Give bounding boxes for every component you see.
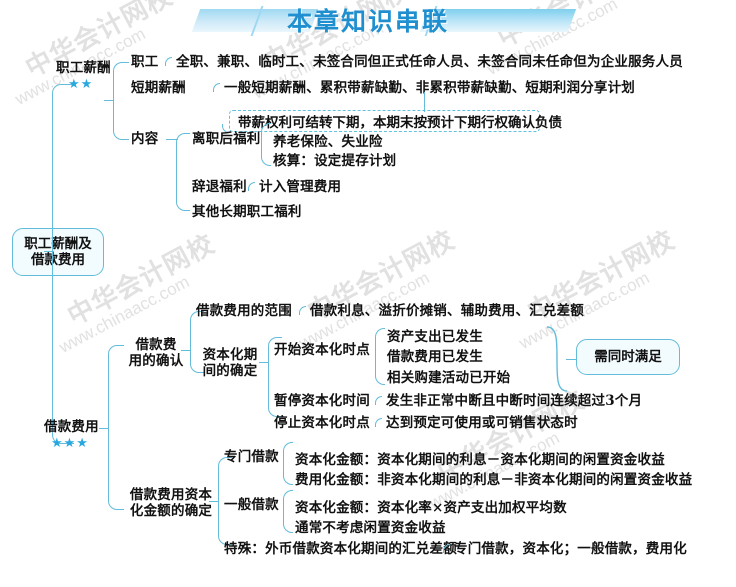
node-capitalized-amount-label-line2: 化金额的确定 (129, 503, 213, 519)
node-capitalized-amount-label-line1: 借款费用资本 (129, 487, 213, 503)
node-capitalization-period-label-line1: 资本化期 (202, 347, 258, 363)
node-start-point-label[interactable]: 开始资本化时点 (274, 342, 370, 358)
node-content-label[interactable]: 内容 (131, 131, 159, 147)
node-start-point-leaf: 资产支出已发生 (387, 329, 483, 345)
content-children-bracket (176, 133, 190, 211)
callout-connector (424, 92, 426, 112)
staff-hook-icon (165, 57, 172, 66)
start-point-leaves-bracket (375, 328, 385, 385)
node-recognition-label-line1: 借款费 (135, 337, 177, 353)
root-node-label-line1: 职工薪酬及 (24, 236, 92, 252)
capitalized-amount-stub (209, 501, 219, 503)
root-node[interactable]: 职工薪酬及 借款费用 (12, 228, 104, 276)
node-stop-point-leaf: 达到预定可使用或可销售状态时 (386, 415, 578, 431)
node-capitalization-period-label[interactable]: 资本化期 间的确定 (196, 347, 264, 379)
node-suspend-period-leaf: 发生非正常中断且中断时间连续超过3个月 (386, 393, 643, 409)
trunk-stub (44, 251, 54, 253)
borrowing-costs-children-bracket (108, 345, 124, 510)
node-post-employment-benefit-leaf: 养老保险、失业险 (273, 134, 383, 150)
post-employment-benefit-leaves-bracket (261, 123, 271, 166)
node-suspend-period-label[interactable]: 暂停资本化时间 (274, 393, 370, 409)
node-general-borrowing-label[interactable]: 一般借款 (224, 497, 279, 513)
employee-compensation-stub (104, 100, 114, 102)
special-case-hook-icon (443, 544, 450, 553)
suspend-period-hook-icon (375, 396, 382, 405)
start-point-note-box: 需同时满足 (576, 339, 680, 375)
start-point-group-brace (546, 326, 568, 392)
node-start-point-leaf: 相关购建活动已开始 (387, 370, 511, 386)
employee-compensation-children-bracket (113, 62, 129, 140)
short-term-pay-hook-icon (213, 83, 220, 92)
node-recognition-label-line2: 用的确认 (128, 353, 184, 369)
node-stop-point-label[interactable]: 停止资本化时点 (274, 415, 370, 431)
node-recognition-label[interactable]: 借款费 用的确认 (125, 337, 187, 369)
node-termination-benefit-label[interactable]: 辞退福利 (192, 179, 247, 195)
node-general-borrowing-leaf: 资本化金额：资本化率×资产支出加权平均数 (295, 500, 567, 516)
termination-benefit-hook-icon (248, 182, 255, 191)
node-termination-benefit-leaf: 计入管理费用 (259, 179, 342, 195)
node-post-employment-benefit-leaf: 核算：设定提存计划 (273, 153, 397, 169)
special-borrowing-leaves-bracket (283, 442, 293, 485)
start-point-note-connector (566, 359, 578, 361)
content-stub (166, 139, 178, 141)
recognition-stub (181, 350, 191, 352)
branch-borrowing-costs-label[interactable]: 借款费用 (44, 419, 99, 435)
page-title: 本章知识串联 (286, 7, 449, 36)
short-term-pay-callout: 带薪权利可结转下期，本期末按预计下期行权确认负债 (229, 110, 562, 132)
node-staff-label[interactable]: 职工 (131, 54, 159, 70)
node-general-borrowing-leaf: 通常不考虑闲置资金收益 (295, 520, 446, 536)
capitalization-period-children-bracket (268, 337, 282, 417)
scope-hook-icon (299, 306, 306, 315)
callout-hook-icon (222, 124, 229, 133)
branch-employee-compensation-stars: ★★ (68, 77, 94, 92)
borrowing-costs-stub (99, 428, 109, 430)
node-special-borrowing-label[interactable]: 专门借款 (224, 449, 279, 465)
node-short-term-pay-label[interactable]: 短期薪酬 (131, 80, 186, 96)
node-post-employment-benefit-label[interactable]: 离职后福利 (192, 131, 261, 147)
node-special-case-leaf: 专门借款，资本化；一般借款，费用化 (454, 541, 687, 557)
node-special-borrowing-leaf: 资本化金额：资本化期间的利息－资本化期间的闲置资金收益 (295, 452, 665, 468)
branch-employee-compensation-label[interactable]: 职工薪酬 (56, 60, 111, 76)
recognition-children-bracket (190, 311, 204, 373)
root-node-label-line2: 借款费用 (31, 252, 85, 268)
node-start-point-leaf: 借款费用已发生 (387, 349, 483, 365)
node-capitalization-period-label-line2: 间的确定 (202, 363, 258, 379)
stop-point-hook-icon (375, 418, 382, 427)
capitalization-period-stub (259, 362, 269, 364)
node-other-long-term-benefit-label[interactable]: 其他长期职工福利 (192, 204, 302, 220)
node-scope-leaf: 借款利息、溢折价摊销、辅助费用、汇兑差额 (310, 303, 584, 319)
general-borrowing-leaves-bracket (283, 490, 293, 533)
node-capitalized-amount-label[interactable]: 借款费用资本 化金额的确定 (125, 487, 217, 519)
branch-borrowing-costs-stars: ★★★ (51, 436, 89, 451)
trunk-bracket (52, 84, 74, 444)
node-short-term-pay-leaf: 一般短期薪酬、累积带薪缺勤、非累积带薪缺勤、短期利润分享计划 (224, 80, 635, 96)
node-staff-leaf: 全职、兼职、临时工、未签合同但正式任命人员、未签合同未任命但为企业服务人员 (176, 54, 683, 70)
node-scope-label[interactable]: 借款费用的范围 (196, 303, 292, 319)
node-special-case-label[interactable]: 特殊：外币借款资本化期间的汇兑差额 (224, 541, 457, 557)
page-header: 本章知识串联 (0, 0, 736, 44)
node-special-borrowing-leaf: 费用化金额：非资本化期间的利息－非资本化期间的闲置资金收益 (295, 472, 693, 488)
